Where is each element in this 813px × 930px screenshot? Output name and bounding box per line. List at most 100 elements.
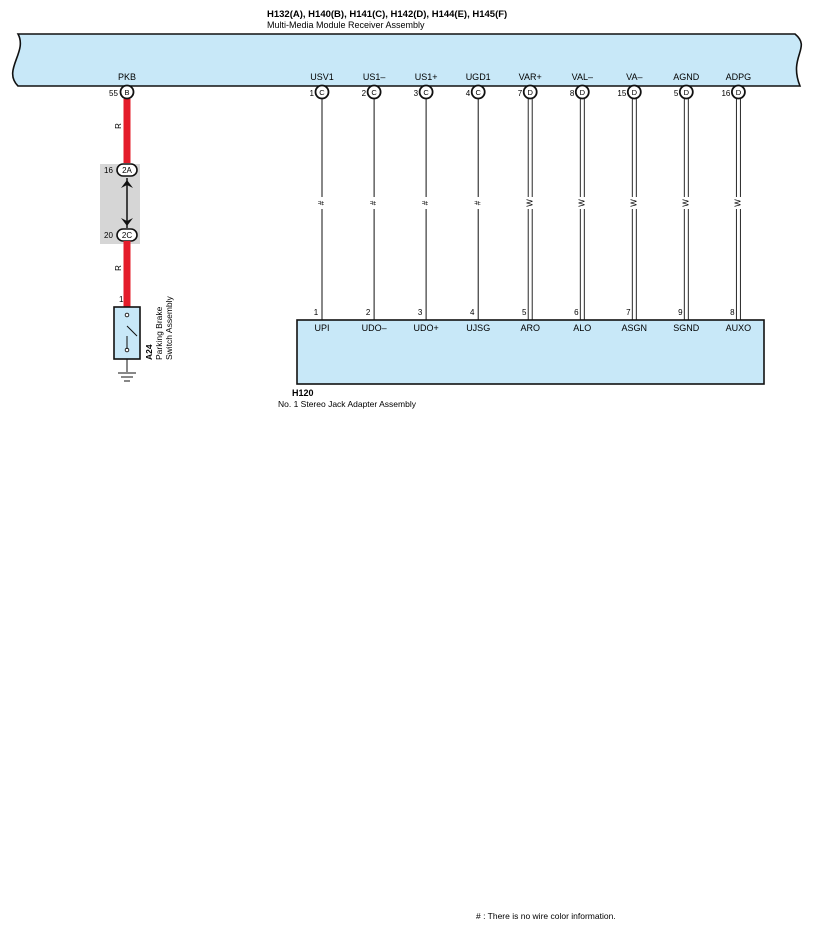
connector-circle-agnd: [678, 84, 694, 100]
pkb-connector-letter: B: [124, 88, 129, 97]
top-pin-ugd1: 4: [466, 89, 471, 98]
wire-color-mask-usv1: [317, 197, 327, 209]
terminal-name-adpg: ADPG: [726, 72, 752, 82]
adapter-terminal-adpg: AUXO: [726, 323, 752, 333]
junction-arrow-up-icon: [121, 180, 133, 188]
adapter-terminal-usv1: UPI: [314, 323, 329, 333]
wire-color-mask-va: [629, 197, 640, 209]
wire-color-us1: #: [421, 200, 430, 205]
wire-color-mask-ugd1: [473, 197, 484, 209]
connector-circle-va: [626, 84, 642, 100]
wire-color-mask-adpg: [733, 197, 744, 209]
connector-circle-us1: [418, 84, 434, 100]
adapter-terminal-us1: UDO–: [362, 323, 387, 333]
wire-color-usv1: #: [317, 200, 326, 205]
wire-color-va: W: [629, 199, 638, 207]
pkb-wire-color-bottom: R: [114, 265, 123, 271]
connector-circle-val: [574, 84, 590, 100]
top-pin-us1: 2: [362, 89, 367, 98]
junction-top-pin: 16: [104, 166, 113, 175]
wire-color-agnd: W: [681, 199, 690, 207]
pkb-pin-number: 55: [109, 89, 118, 98]
switch-name-line2: Switch Assembly: [164, 295, 174, 360]
top-pin-adpg: 16: [721, 89, 730, 98]
switch-lever: [126, 325, 138, 337]
pkb-connector-circle: [119, 84, 135, 100]
wire-color-us1: #: [369, 200, 378, 205]
top-pin-usv1: 1: [310, 89, 315, 98]
wire-color-var: W: [525, 199, 534, 207]
top-pin-var: 7: [518, 89, 523, 98]
wire-color-val: W: [577, 199, 586, 207]
connector-letter-var: D: [527, 88, 533, 97]
terminal-name-usv1: USV1: [310, 72, 334, 82]
bottom-pin-agnd: 9: [678, 308, 683, 317]
top-pin-val: 8: [570, 89, 575, 98]
adapter-terminal-var: ARO: [520, 323, 540, 333]
ground-icon: [118, 372, 136, 382]
wire-color-mask-var: [525, 197, 536, 209]
terminal-name-ugd1: UGD1: [466, 72, 491, 82]
connector-circle-us1: [366, 84, 382, 100]
top-pin-us1: 3: [414, 89, 419, 98]
terminal-name-us1: US1–: [363, 72, 386, 82]
wire-color-mask-agnd: [681, 197, 692, 209]
junction-top-connector-label: 2A: [122, 166, 132, 175]
wire-color-adpg: W: [734, 199, 743, 207]
adapter-id: H120: [292, 388, 314, 398]
receiver-name: Multi-Media Module Receiver Assembly: [267, 20, 425, 30]
terminal-name-var: VAR+: [519, 72, 542, 82]
adapter-name: No. 1 Stereo Jack Adapter Assembly: [278, 399, 417, 409]
adapter-terminal-us1: UDO+: [413, 323, 438, 333]
bottom-pin-var: 5: [522, 308, 527, 317]
parking-brake-switch: 1 A24 Parking Brake Switch Assembly: [113, 295, 174, 382]
stereo-jack-adapter-body: [296, 319, 765, 385]
junction-bottom-connector-label: 2C: [122, 231, 132, 240]
wire-color-mask-val: [577, 197, 588, 209]
receiver-assembly-body: [11, 33, 802, 87]
connector-letter-adpg: D: [736, 88, 742, 97]
connector-letter-agnd: D: [684, 88, 690, 97]
receiver-connectors-label: H132(A), H140(B), H141(C), H142(D), H144…: [267, 9, 507, 20]
connector-letter-us1: C: [423, 88, 429, 97]
bottom-pin-val: 6: [574, 308, 579, 317]
bottom-pin-us1: 3: [418, 308, 423, 317]
switch-id: A24: [144, 344, 154, 360]
connector-circle-ugd1: [470, 84, 486, 100]
connector-letter-usv1: C: [319, 88, 325, 97]
connector-circle-var: [522, 84, 538, 100]
bottom-pin-us1: 2: [366, 308, 371, 317]
switch-name-line1: Parking Brake: [154, 306, 164, 360]
connector-letter-ugd1: C: [475, 88, 481, 97]
top-pin-va: 15: [617, 89, 626, 98]
wire-color-ugd1: #: [473, 200, 482, 205]
bottom-pin-usv1: 1: [314, 308, 319, 317]
terminal-name-agnd: AGND: [673, 72, 700, 82]
adapter-terminal-agnd: SGND: [673, 323, 700, 333]
pkb-terminal-name: PKB: [118, 72, 136, 82]
connector-circle-adpg: [731, 84, 746, 100]
connector-letter-us1: C: [371, 88, 377, 97]
footnote: # : There is no wire color information.: [476, 911, 616, 921]
bottom-pin-ugd1: 4: [470, 308, 475, 317]
terminal-name-va: VA–: [626, 72, 642, 82]
terminal-name-us1: US1+: [415, 72, 438, 82]
bottom-pin-adpg: 8: [730, 308, 735, 317]
pkb-circuit: PKB R 16 2A 20 2C R 55 B: [100, 72, 140, 307]
wire-color-mask-us1: [421, 197, 432, 209]
switch-contact-top: [124, 312, 130, 318]
wire-color-mask-us1: [369, 197, 380, 209]
junction-arrow-down-icon: [121, 218, 133, 226]
junction-top-connector: [116, 163, 138, 177]
top-pin-agnd: 5: [674, 89, 679, 98]
terminal-name-val: VAL–: [572, 72, 593, 82]
connector-letter-val: D: [580, 88, 586, 97]
pkb-wire-color-top: R: [114, 123, 123, 129]
adapter-terminal-val: ALO: [573, 323, 591, 333]
connector-circle-usv1: [314, 84, 330, 100]
switch-pin-number: 1: [119, 295, 124, 304]
bottom-pin-va: 7: [626, 308, 631, 317]
adapter-terminal-va: ASGN: [622, 323, 648, 333]
